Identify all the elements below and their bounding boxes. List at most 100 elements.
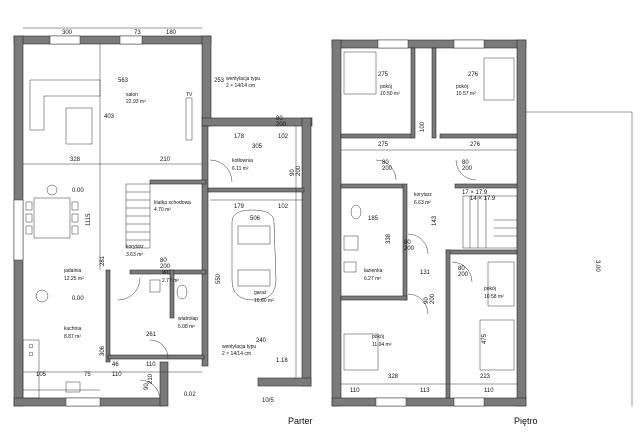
dim-label: 210	[160, 157, 171, 163]
door-label: 200	[276, 122, 287, 128]
door-label: 210	[148, 373, 154, 384]
dim-label: 305	[252, 144, 263, 150]
room-name: korytarz	[414, 192, 432, 198]
stair-label: 14 × 17.9	[470, 196, 496, 202]
door-label: 90	[424, 297, 430, 304]
washbasin-icon	[149, 279, 161, 293]
gf-window	[49, 35, 81, 45]
dim-label: 403	[104, 114, 115, 120]
gf-wall-right-upper	[201, 35, 212, 127]
dim-label: 110	[112, 372, 122, 378]
uf-wall-inner	[445, 249, 518, 255]
door-swing	[407, 293, 429, 315]
level-label: 0.00	[72, 188, 84, 194]
room-area: 10.50 m²	[380, 91, 400, 97]
dim-label: 1.18	[276, 358, 288, 364]
uf-window	[453, 39, 485, 49]
room-name: pokój	[456, 84, 468, 90]
room-name: pokój	[380, 84, 392, 90]
dim-label: 223	[480, 374, 491, 380]
uf-wall-bottom	[331, 397, 527, 407]
door-label: 200	[404, 246, 415, 252]
gf-wall-stair-top	[149, 179, 207, 185]
room-area: 10.57 m²	[456, 91, 476, 97]
dim-label: 253	[214, 78, 225, 84]
uf-window	[377, 39, 409, 49]
dim-label: 475	[482, 333, 488, 344]
door-swing	[455, 159, 477, 181]
dim-label: 46	[112, 362, 119, 368]
toilet-icon	[176, 284, 188, 300]
sink-icon	[65, 381, 81, 393]
tv-label: TV	[186, 92, 193, 98]
ground-floor-labels: 300 73 180 563 403 253 328 210 1115 281 …	[36, 30, 302, 404]
dim-label: 275	[378, 142, 389, 148]
dim-label: 1115	[86, 213, 92, 226]
uf-wall-inner	[454, 183, 518, 189]
uf-wall-left	[331, 39, 342, 407]
dim-label: 110	[484, 388, 494, 394]
door-label: 200	[296, 165, 302, 176]
stairs-icon	[462, 195, 518, 249]
dining-table-icon	[33, 197, 71, 239]
stove-burner-icon	[28, 351, 34, 357]
gf-wall-boiler	[207, 187, 305, 193]
upper-floor-plan	[331, 39, 633, 407]
room-name: kuchnia	[64, 326, 81, 332]
door-label: 80	[160, 258, 167, 264]
dim-label: 240	[256, 338, 267, 344]
upper-floor-labels: 275 276 275 276 100 185 338 143 131 475 …	[350, 72, 600, 394]
door-swing	[407, 233, 429, 255]
gf-wall-vestibule	[107, 354, 205, 360]
uf-wall-inner	[340, 183, 404, 189]
gf-window	[13, 199, 24, 261]
ventilation-note: wentylacja typu	[222, 344, 256, 350]
room-name: pokój	[372, 334, 384, 340]
uf-window	[375, 397, 407, 407]
dim-label: 73	[134, 30, 141, 36]
dim-label: 185	[368, 216, 379, 222]
dim-label: 131	[420, 270, 431, 276]
shower-icon	[343, 235, 359, 251]
room-area: 4.70 m²	[154, 207, 171, 213]
dining-chairs-icon	[25, 201, 79, 235]
room-area: 8.87 m²	[64, 334, 81, 340]
stove-burner-icon	[28, 343, 34, 349]
dim-label: 275	[378, 72, 389, 78]
door-swing	[375, 159, 397, 181]
dim-label: 550	[216, 273, 222, 284]
gf-wall-garage-right	[301, 117, 312, 387]
dim-label: 10/5	[262, 398, 274, 404]
room-name: korytarz	[126, 244, 144, 250]
gf-wall-top	[13, 35, 212, 45]
uf-window	[453, 397, 485, 407]
uf-wall-inner	[410, 47, 416, 139]
dim-label: 276	[468, 72, 479, 78]
stair-label: 17 × 17.9	[462, 190, 488, 196]
level-label: 0.00	[72, 296, 84, 302]
washbasin-icon	[343, 261, 357, 273]
door-swing	[117, 277, 141, 301]
dim-label: 180	[166, 30, 177, 36]
door-label: 80	[462, 160, 469, 166]
room-name: kotłownia	[232, 158, 253, 164]
roof-outline	[526, 111, 633, 406]
desk-icon	[479, 319, 515, 371]
door-label: 80	[276, 116, 283, 122]
door-swing	[451, 261, 473, 283]
room-name: pokój	[484, 286, 496, 292]
door-label: 200	[382, 166, 393, 172]
room-name: jadalnia	[63, 268, 81, 274]
sofa-icon	[29, 79, 101, 131]
uf-wall-inner	[445, 249, 451, 399]
toilet-icon	[350, 204, 362, 220]
gf-wall-entrance	[159, 361, 169, 407]
gf-wall-garage-top	[201, 117, 313, 127]
door-label: 200	[458, 272, 469, 278]
gf-wall-corridor	[129, 269, 207, 275]
gf-wall-garage-bottom-right	[257, 377, 312, 387]
height-label: 3.00	[594, 260, 600, 272]
dim-label: 261	[146, 332, 157, 338]
room-area: 16.80 m²	[254, 298, 274, 304]
